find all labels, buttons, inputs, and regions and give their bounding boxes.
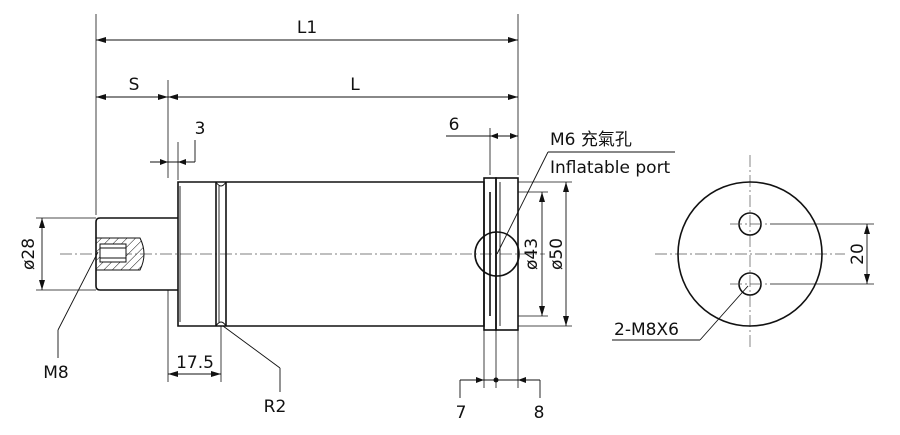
dim-d28-label: ø28	[19, 238, 39, 270]
dim-3-label: 3	[195, 119, 206, 139]
dim-20: 20	[770, 223, 874, 285]
dim-17-5-label: 17.5	[176, 353, 214, 373]
dim-d43-label: ø43	[522, 238, 542, 270]
dim-17-5: 17.5	[167, 290, 222, 382]
leader-R2: R2	[222, 325, 287, 417]
dim-3: 3	[150, 119, 205, 180]
end-view: 20 2-M8X6	[612, 155, 874, 350]
end-flanges	[483, 177, 519, 331]
dim-L-label: L	[350, 75, 360, 95]
dim-d43-d50: ø43 ø50	[518, 181, 572, 327]
dim-6-label: 6	[449, 115, 460, 135]
label-holes: 2-M8X6	[614, 320, 679, 340]
side-view: L1 S L 3 6	[19, 14, 675, 423]
dim-6: 6	[446, 115, 518, 175]
leader-port: M6 充氣孔 Inflatable port	[496, 130, 675, 255]
dim-8-label: 8	[534, 403, 545, 423]
dim-S-label: S	[129, 75, 140, 95]
dim-7-8: 7 8	[456, 330, 545, 423]
left-groove	[215, 181, 227, 327]
label-R2: R2	[264, 397, 287, 417]
dim-L1: L1	[95, 14, 519, 215]
end-face-circle	[677, 181, 823, 327]
thread-section	[95, 237, 145, 271]
label-port-cn: M6 充氣孔	[550, 130, 632, 150]
dim-7-label: 7	[456, 403, 467, 423]
leader-M8: M8	[43, 251, 99, 383]
leader-holes: 2-M8X6	[612, 285, 749, 341]
dim-20-label: 20	[848, 243, 868, 265]
label-port-en: Inflatable port	[550, 158, 671, 178]
label-M8: M8	[43, 363, 68, 383]
dim-d50-label: ø50	[547, 238, 567, 270]
dim-d28: ø28	[19, 217, 96, 291]
dim-L1-label: L1	[297, 18, 317, 38]
inflation-port	[474, 231, 520, 277]
